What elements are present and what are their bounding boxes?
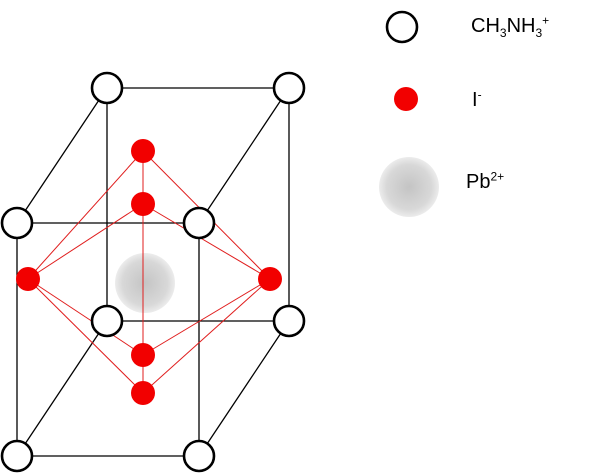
legend-label-iodide: I- <box>472 87 482 111</box>
unit-cell-edges <box>16 87 290 457</box>
iodide-ions <box>16 139 282 405</box>
cation-corner-back-top-left <box>90 71 124 105</box>
legend-markers <box>379 10 439 217</box>
iodide-ion-left <box>16 267 40 291</box>
cation-corner-back-bottom-left <box>90 304 124 338</box>
legend-label-methylammonium: CH3NH3+ <box>471 13 550 40</box>
iodide-ion-back <box>131 192 155 216</box>
cation-corner-front-top-left <box>0 206 34 240</box>
cation-corner-front-bottom-left <box>0 439 34 473</box>
lead-ion <box>115 253 175 313</box>
iodide-ion-front <box>131 343 155 367</box>
legend-label-lead: Pb2+ <box>466 169 505 193</box>
iodide-ion-top <box>131 139 155 163</box>
cation-corner-back-bottom-right <box>272 304 306 338</box>
cation-corner-back-top-right <box>272 71 306 105</box>
legend-marker-lead <box>379 157 439 217</box>
iodide-ion-right <box>258 267 282 291</box>
legend-marker-methylammonium <box>385 10 419 44</box>
legend-marker-iodide <box>394 87 418 111</box>
cation-corner-front-top-right <box>182 206 216 240</box>
iodide-ion-bottom <box>131 381 155 405</box>
methylammonium-ions <box>0 71 306 473</box>
cation-corner-front-bottom-right <box>182 439 216 473</box>
